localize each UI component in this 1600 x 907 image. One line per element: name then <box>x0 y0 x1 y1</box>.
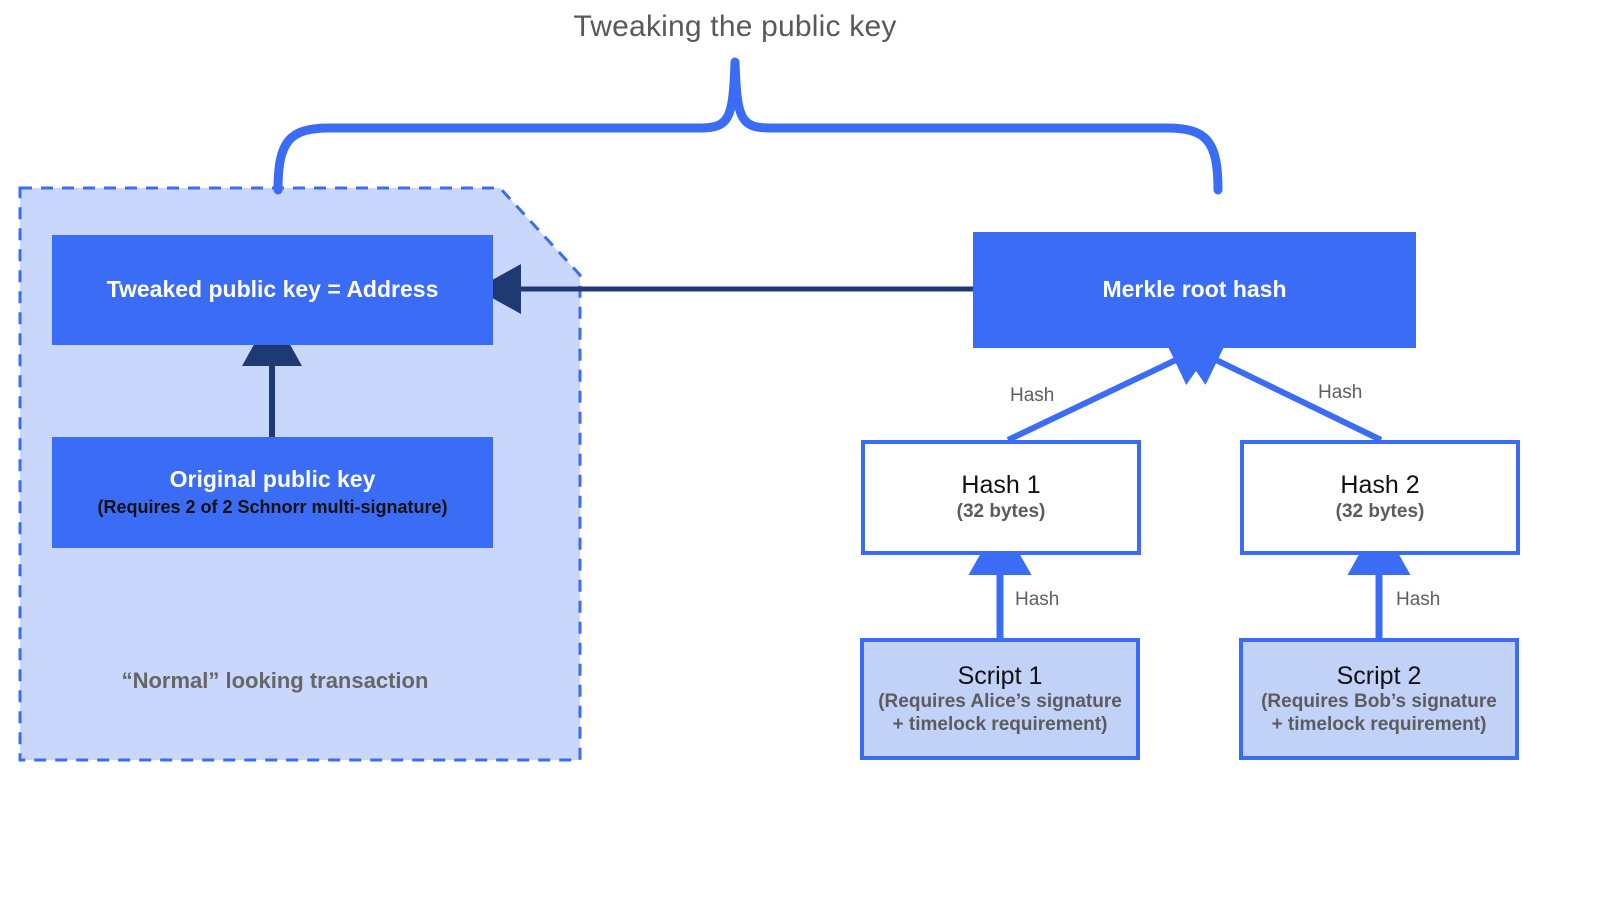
normal-transaction-caption: “Normal” looking transaction <box>121 668 429 693</box>
hash-1-title: Hash 1 <box>961 471 1041 500</box>
edge-label-hash2-to-root: Hash <box>1318 382 1363 403</box>
tweak-brace <box>273 57 1223 195</box>
original-public-key-box[interactable]: Original public key (Requires 2 of 2 Sch… <box>52 437 493 548</box>
script-1-subtitle: (Requires Alice’s signature + timelock r… <box>878 691 1122 735</box>
edge-label-hash1-to-root: Hash <box>1010 385 1055 406</box>
script-1-box[interactable]: Script 1 (Requires Alice’s signature + t… <box>860 638 1140 760</box>
hash-1-box[interactable]: Hash 1 (32 bytes) <box>861 440 1141 555</box>
edge-label-script1-to-hash1: Hash <box>1015 589 1060 610</box>
original-public-key-title: Original public key <box>169 466 376 493</box>
original-public-key-subtitle: (Requires 2 of 2 Schnorr multi-signature… <box>97 497 448 518</box>
edge-label-script2-to-hash2: Hash <box>1396 589 1441 610</box>
hash-1-subtitle: (32 bytes) <box>956 500 1046 522</box>
hash-2-box[interactable]: Hash 2 (32 bytes) <box>1240 440 1520 555</box>
hash-2-title: Hash 2 <box>1340 471 1420 500</box>
script-2-title: Script 2 <box>1336 661 1422 690</box>
hash-2-subtitle: (32 bytes) <box>1335 500 1425 522</box>
merkle-root-hash-title: Merkle root hash <box>1102 276 1287 303</box>
script-2-box[interactable]: Script 2 (Requires Bob’s signature + tim… <box>1239 638 1519 760</box>
tweaked-public-key-title: Tweaked public key = Address <box>106 276 439 303</box>
merkle-root-hash-box[interactable]: Merkle root hash <box>973 232 1416 348</box>
script-1-title: Script 1 <box>957 661 1043 690</box>
page-title: Tweaking the public key <box>573 10 897 43</box>
tweaked-public-key-box[interactable]: Tweaked public key = Address <box>52 235 493 345</box>
script-2-subtitle: (Requires Bob’s signature + timelock req… <box>1261 691 1497 735</box>
